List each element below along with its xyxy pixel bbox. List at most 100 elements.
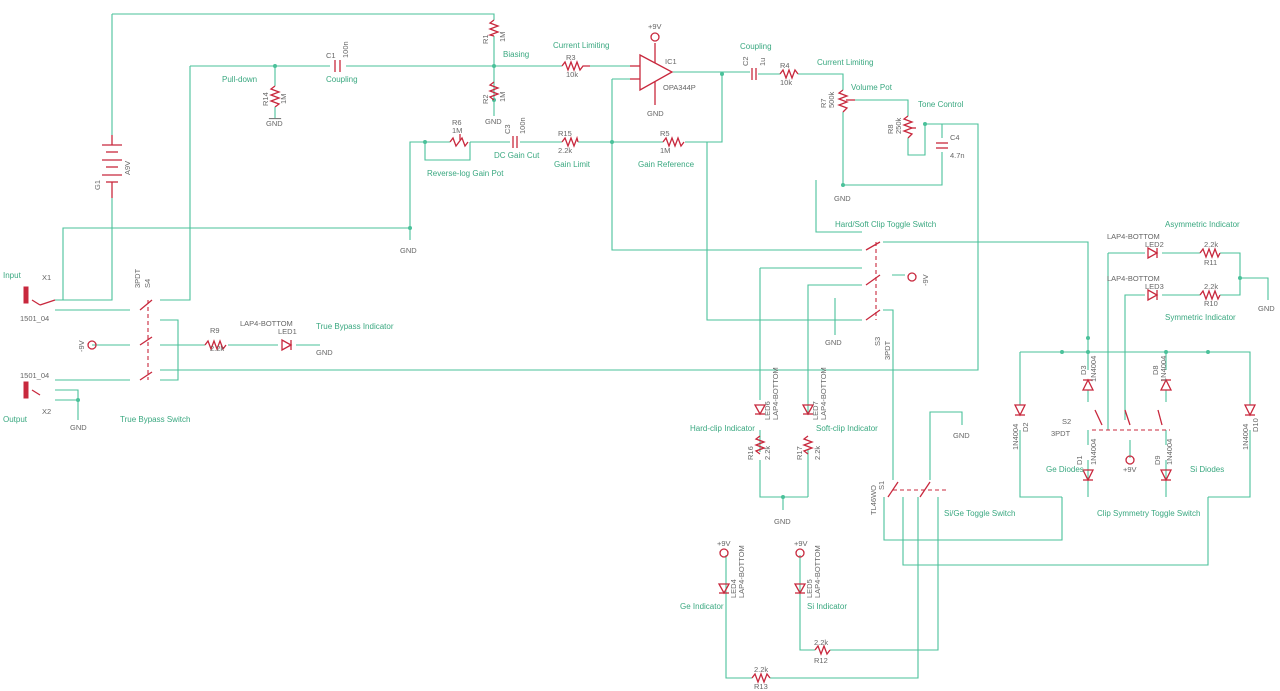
r4-label: R4 [780, 61, 790, 70]
sige-switch-s1: TL46WO S1 Si/Ge Toggle Switch GND [869, 431, 1015, 518]
r15-value: 2.2k [558, 146, 572, 155]
input-jack: Input X1 1501_04 [3, 271, 56, 323]
hard-clip-label: Hard-clip Indicator [690, 424, 755, 433]
r11-label: R11 [1204, 258, 1217, 267]
r14-value: 1M [279, 94, 288, 104]
symmetry-indicators: LAP4-BOTTOM LED2 2.2k R11 Asymmetric Ind… [1107, 220, 1275, 322]
true-bypass-switch-label: True Bypass Switch [120, 415, 190, 424]
gnd-sym: GND [1258, 304, 1275, 313]
ic1-label: IC1 [665, 57, 677, 66]
current-limiting1-label: Current Limiting [553, 41, 609, 50]
r16-label: R16 [746, 446, 755, 460]
pot-r8: R8 250k Tone Control [886, 100, 964, 139]
c3-label: C3 [503, 124, 512, 134]
s3-type: 3PDT [883, 340, 892, 360]
r12-value: 2.2k [814, 638, 828, 647]
resistor-r5: R5 1M Gain Reference [638, 129, 695, 169]
clip-symmetry-switch-s2: S2 3PDT +9V Clip Symmetry Toggle Switch [1051, 409, 1200, 518]
neg9v-s3: -9V [921, 274, 930, 286]
tone-control-label: Tone Control [918, 100, 964, 109]
gnd-led1: GND [316, 348, 333, 357]
x2-label: X2 [42, 407, 51, 416]
soft-clip-label: Soft-clip Indicator [816, 424, 878, 433]
r10-value: 2.2k [1204, 282, 1218, 291]
r1-label: R1 [481, 34, 490, 44]
lap-led5: LAP4-BOTTOM [813, 545, 822, 598]
d1-label: D1 [1075, 455, 1084, 465]
d9-label: D9 [1153, 455, 1162, 465]
r15-label: R15 [558, 129, 572, 138]
battery-g1: G1 A9V [93, 135, 132, 198]
r7-value: 500k [827, 91, 836, 108]
current-limiting2-label: Current Limiting [817, 58, 873, 67]
gnd-s3: GND [825, 338, 842, 347]
led4-label: LED4 [729, 579, 738, 598]
coupling1-label: Coupling [326, 75, 358, 84]
c1-value: 100n [341, 41, 350, 58]
lap-led6: LAP4-BOTTOM [771, 367, 780, 420]
clipping-diodes: D2 1N4004 D3 1N4004 D1 1N4004 D8 1N4004 … [1011, 356, 1260, 482]
r11-value: 2.2k [1204, 240, 1218, 249]
c2-value: 1u [758, 58, 767, 66]
r8-value: 250k [894, 117, 903, 134]
r5-label: R5 [660, 129, 670, 138]
lap-led7: LAP4-BOTTOM [819, 367, 828, 420]
lap-led3: LAP4-BOTTOM [1107, 274, 1160, 283]
s2-type: 3PDT [1051, 429, 1071, 438]
s3-label: S3 [873, 337, 882, 346]
gnd-r14: GND [266, 119, 283, 128]
g1-value: A9V [123, 161, 132, 175]
gnd-s1: GND [953, 431, 970, 440]
r7-label: R7 [819, 98, 828, 108]
s4-type: 3PDT [133, 268, 142, 288]
sym-ind-label: Symmetric Indicator [1165, 313, 1236, 322]
output-label: Output [3, 415, 28, 424]
r17-label: R17 [795, 446, 804, 460]
r9-value: 2.2k [210, 344, 224, 353]
r10-label: R10 [1204, 299, 1218, 308]
resistor-r1: R1 1M Biasing [481, 19, 529, 59]
c4-label: C4 [950, 133, 960, 142]
hard-soft-switch-s3: Hard/Soft Clip Toggle Switch S3 3PDT -9V… [825, 220, 936, 360]
pos9v-ic1: +9V [648, 22, 662, 31]
d10-type: 1N4004 [1241, 424, 1250, 450]
r14-label: R14 [261, 92, 270, 106]
r4-value: 10k [780, 78, 792, 87]
r1-value: 1M [498, 32, 507, 42]
led1-label: LED1 [278, 327, 297, 336]
d3-label: D3 [1079, 365, 1088, 375]
gain-limit-label: Gain Limit [554, 160, 591, 169]
c1-label: C1 [326, 51, 336, 60]
clip-sym-switch-label: Clip Symmetry Toggle Switch [1097, 509, 1200, 518]
output-jack: 1501_04 Output X2 [3, 371, 51, 424]
r16-value: 2.2k [763, 446, 772, 460]
si-diodes-label: Si Diodes [1190, 465, 1224, 474]
c4-value: 4.7n [950, 151, 965, 160]
resistor-r15: R15 2.2k Gain Limit [554, 129, 591, 169]
capacitor-c3: C3 100n DC Gain Cut [494, 117, 540, 160]
ge-ind-label: Ge Indicator [680, 602, 724, 611]
gnd-output: GND [70, 423, 87, 432]
led6-label: LED6 [763, 401, 772, 420]
pot-r6: R6 1M Reverse-log Gain Pot GND [400, 118, 504, 255]
r2-label: R2 [481, 94, 490, 104]
capacitor-c1: C1 100n Coupling [326, 41, 358, 84]
r6-label: R6 [452, 118, 462, 127]
capacitor-c2: C2 1u Coupling [740, 42, 772, 80]
r3-label: R3 [566, 53, 576, 62]
g1-label: G1 [93, 180, 102, 190]
s1-label: S1 [877, 481, 886, 490]
r5-value: 1M [660, 146, 670, 155]
led7-label: LED7 [811, 401, 820, 420]
d3-type: 1N4004 [1089, 356, 1098, 382]
asym-ind-label: Asymmetric Indicator [1165, 220, 1240, 229]
sige-switch-label: Si/Ge Toggle Switch [944, 509, 1015, 518]
gnd-volume: GND [834, 194, 851, 203]
d2-label: D2 [1021, 422, 1030, 432]
capacitor-c4: C4 4.7n [936, 133, 965, 160]
r13-value: 2.2k [754, 665, 768, 674]
dc-gain-cut-label: DC Gain Cut [494, 151, 540, 160]
d2-type: 1N4004 [1011, 424, 1020, 450]
jack1-label: 1501_04 [20, 314, 49, 323]
neg9v-label: -9V [77, 340, 86, 352]
